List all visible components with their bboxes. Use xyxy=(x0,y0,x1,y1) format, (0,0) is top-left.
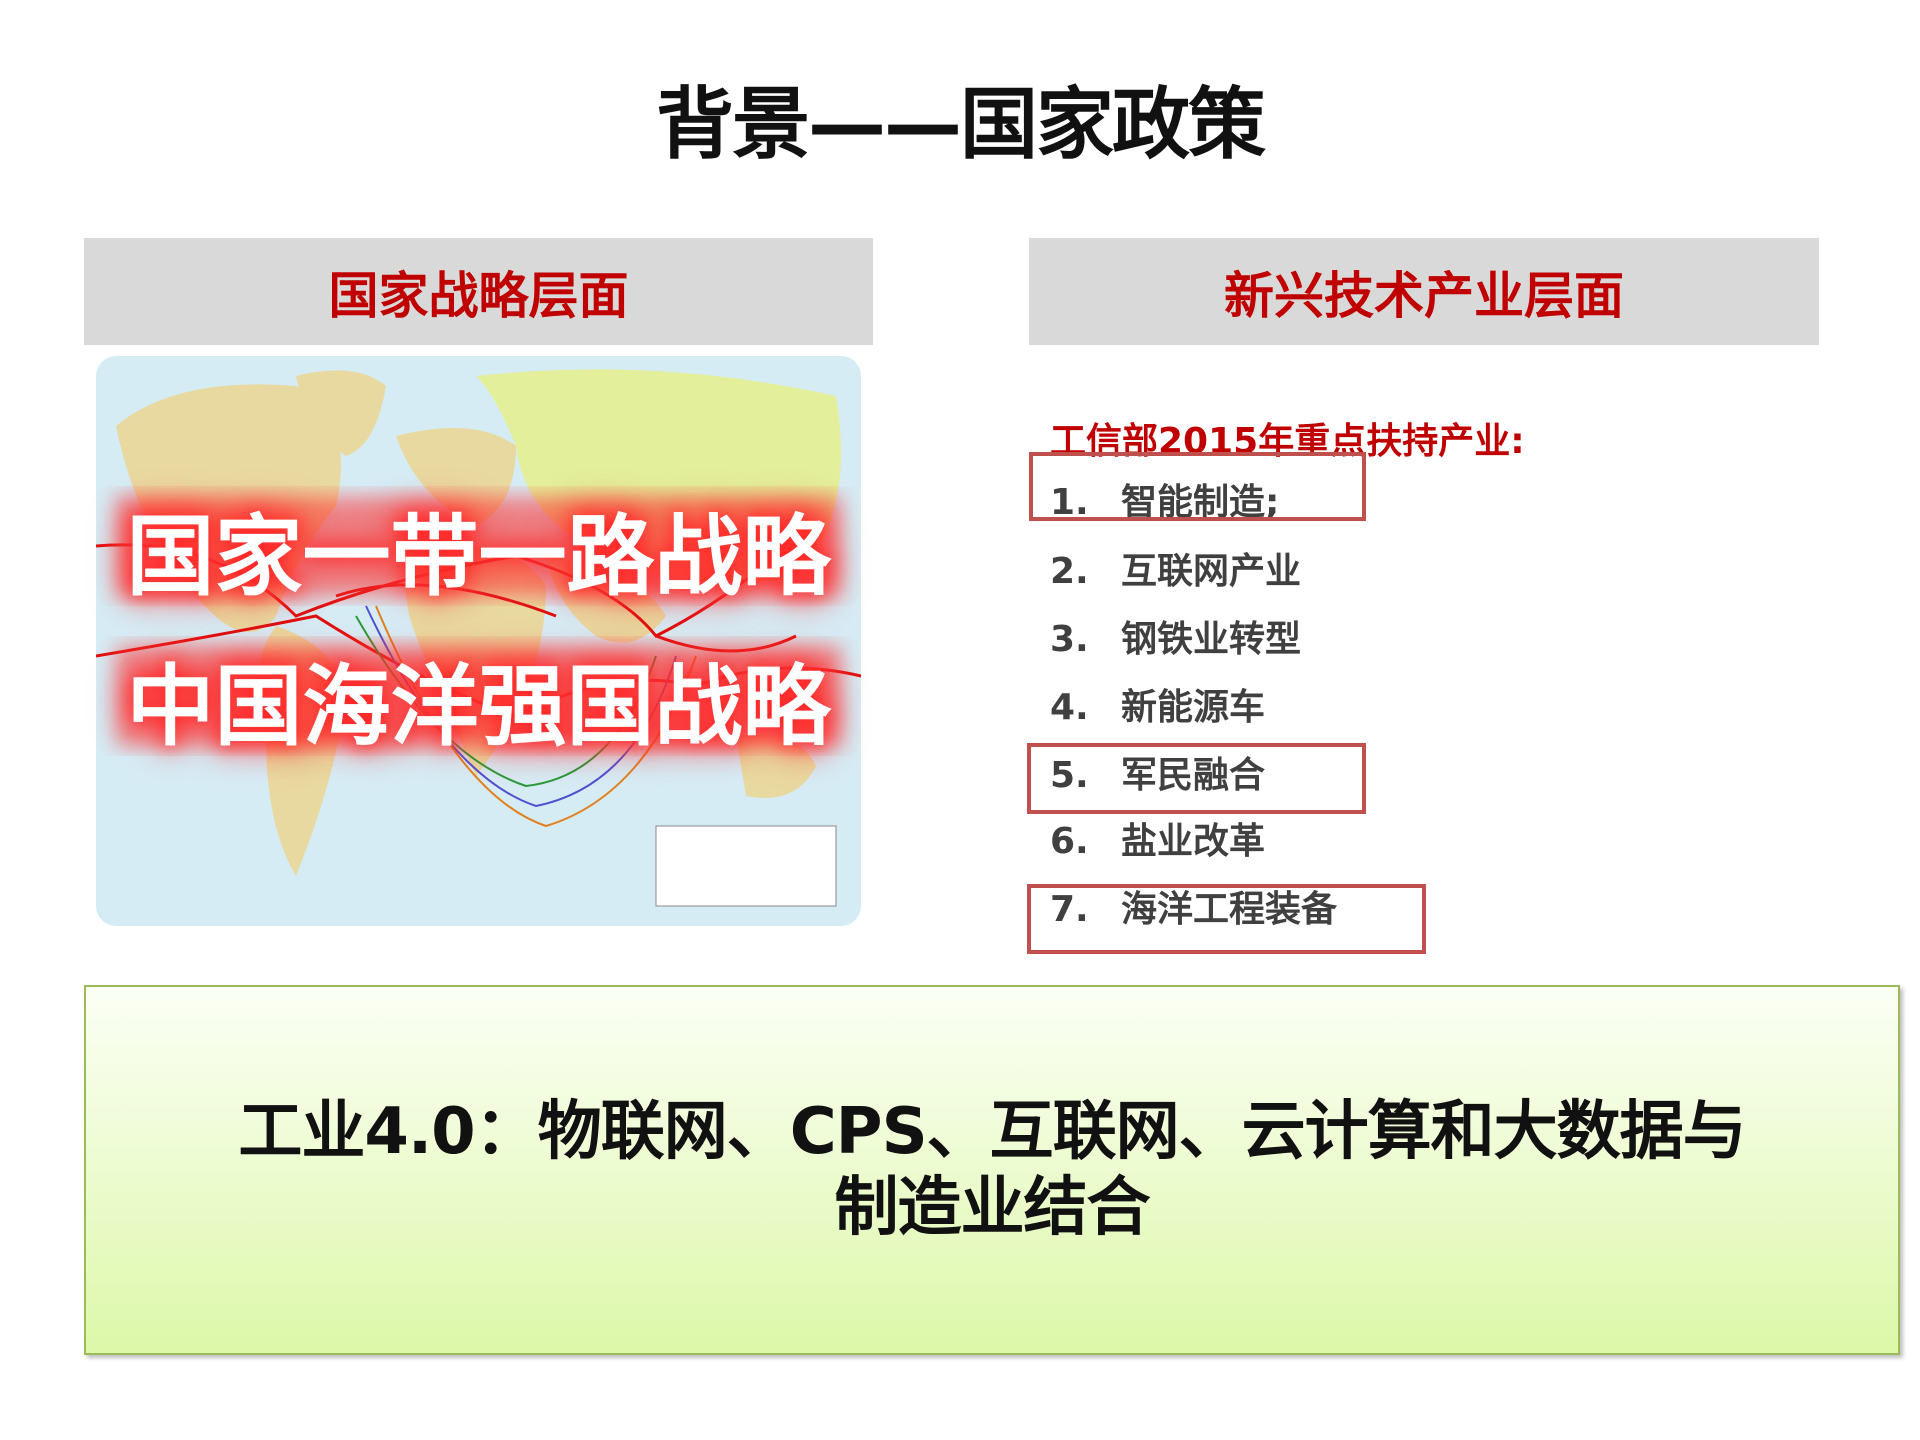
item-text: 互联网产业 xyxy=(1121,551,1302,592)
item-text: 海洋工程装备 xyxy=(1121,889,1338,930)
list-item: 1. 智能制造; xyxy=(1050,478,1279,528)
item-number: 5. xyxy=(1050,755,1089,796)
list-item: 7. 海洋工程装备 xyxy=(1050,885,1337,935)
national-strategy-header: 国家战略层面 xyxy=(84,238,873,345)
highlight-box-item-7 xyxy=(1027,884,1426,954)
emerging-tech-header: 新兴技术产业层面 xyxy=(1029,238,1819,345)
maritime-power-overlay-text: 中国海洋强国战略 xyxy=(126,655,831,758)
item-number: 7. xyxy=(1050,889,1089,930)
item-text: 智能制造; xyxy=(1121,482,1280,523)
world-trade-map-image: 国家一带一路战略 中国海洋强国战略 xyxy=(95,356,862,926)
highlight-box-item-1 xyxy=(1029,452,1366,521)
item-text: 钢铁业转型 xyxy=(1121,619,1302,660)
highlight-box-item-5 xyxy=(1027,743,1366,814)
item-number: 4. xyxy=(1050,687,1089,728)
list-item: 6. 盐业改革 xyxy=(1050,817,1265,867)
item-number: 2. xyxy=(1050,551,1089,592)
summary-line-1: 工业4.0：物联网、CPS、互联网、云计算和大数据与 xyxy=(238,1095,1746,1169)
summary-line-2: 制造业结合 xyxy=(834,1171,1151,1245)
item-text: 新能源车 xyxy=(1121,687,1266,728)
belt-and-road-overlay-text: 国家一带一路战略 xyxy=(126,505,831,608)
world-map-graphic xyxy=(95,356,862,926)
item-text: 军民融合 xyxy=(1121,755,1266,796)
item-number: 3. xyxy=(1050,619,1089,660)
list-item: 4. 新能源车 xyxy=(1050,683,1265,733)
list-item: 3. 钢铁业转型 xyxy=(1050,615,1301,665)
item-number: 1. xyxy=(1050,482,1089,523)
slide-title: 背景——国家政策 xyxy=(655,80,1266,170)
item-number: 6. xyxy=(1050,821,1089,862)
industry-4-summary-box: 工业4.0：物联网、CPS、互联网、云计算和大数据与 制造业结合 xyxy=(84,985,1900,1355)
item-text: 盐业改革 xyxy=(1121,821,1266,862)
list-item: 2. 互联网产业 xyxy=(1050,547,1301,597)
list-item: 5. 军民融合 xyxy=(1050,751,1265,801)
